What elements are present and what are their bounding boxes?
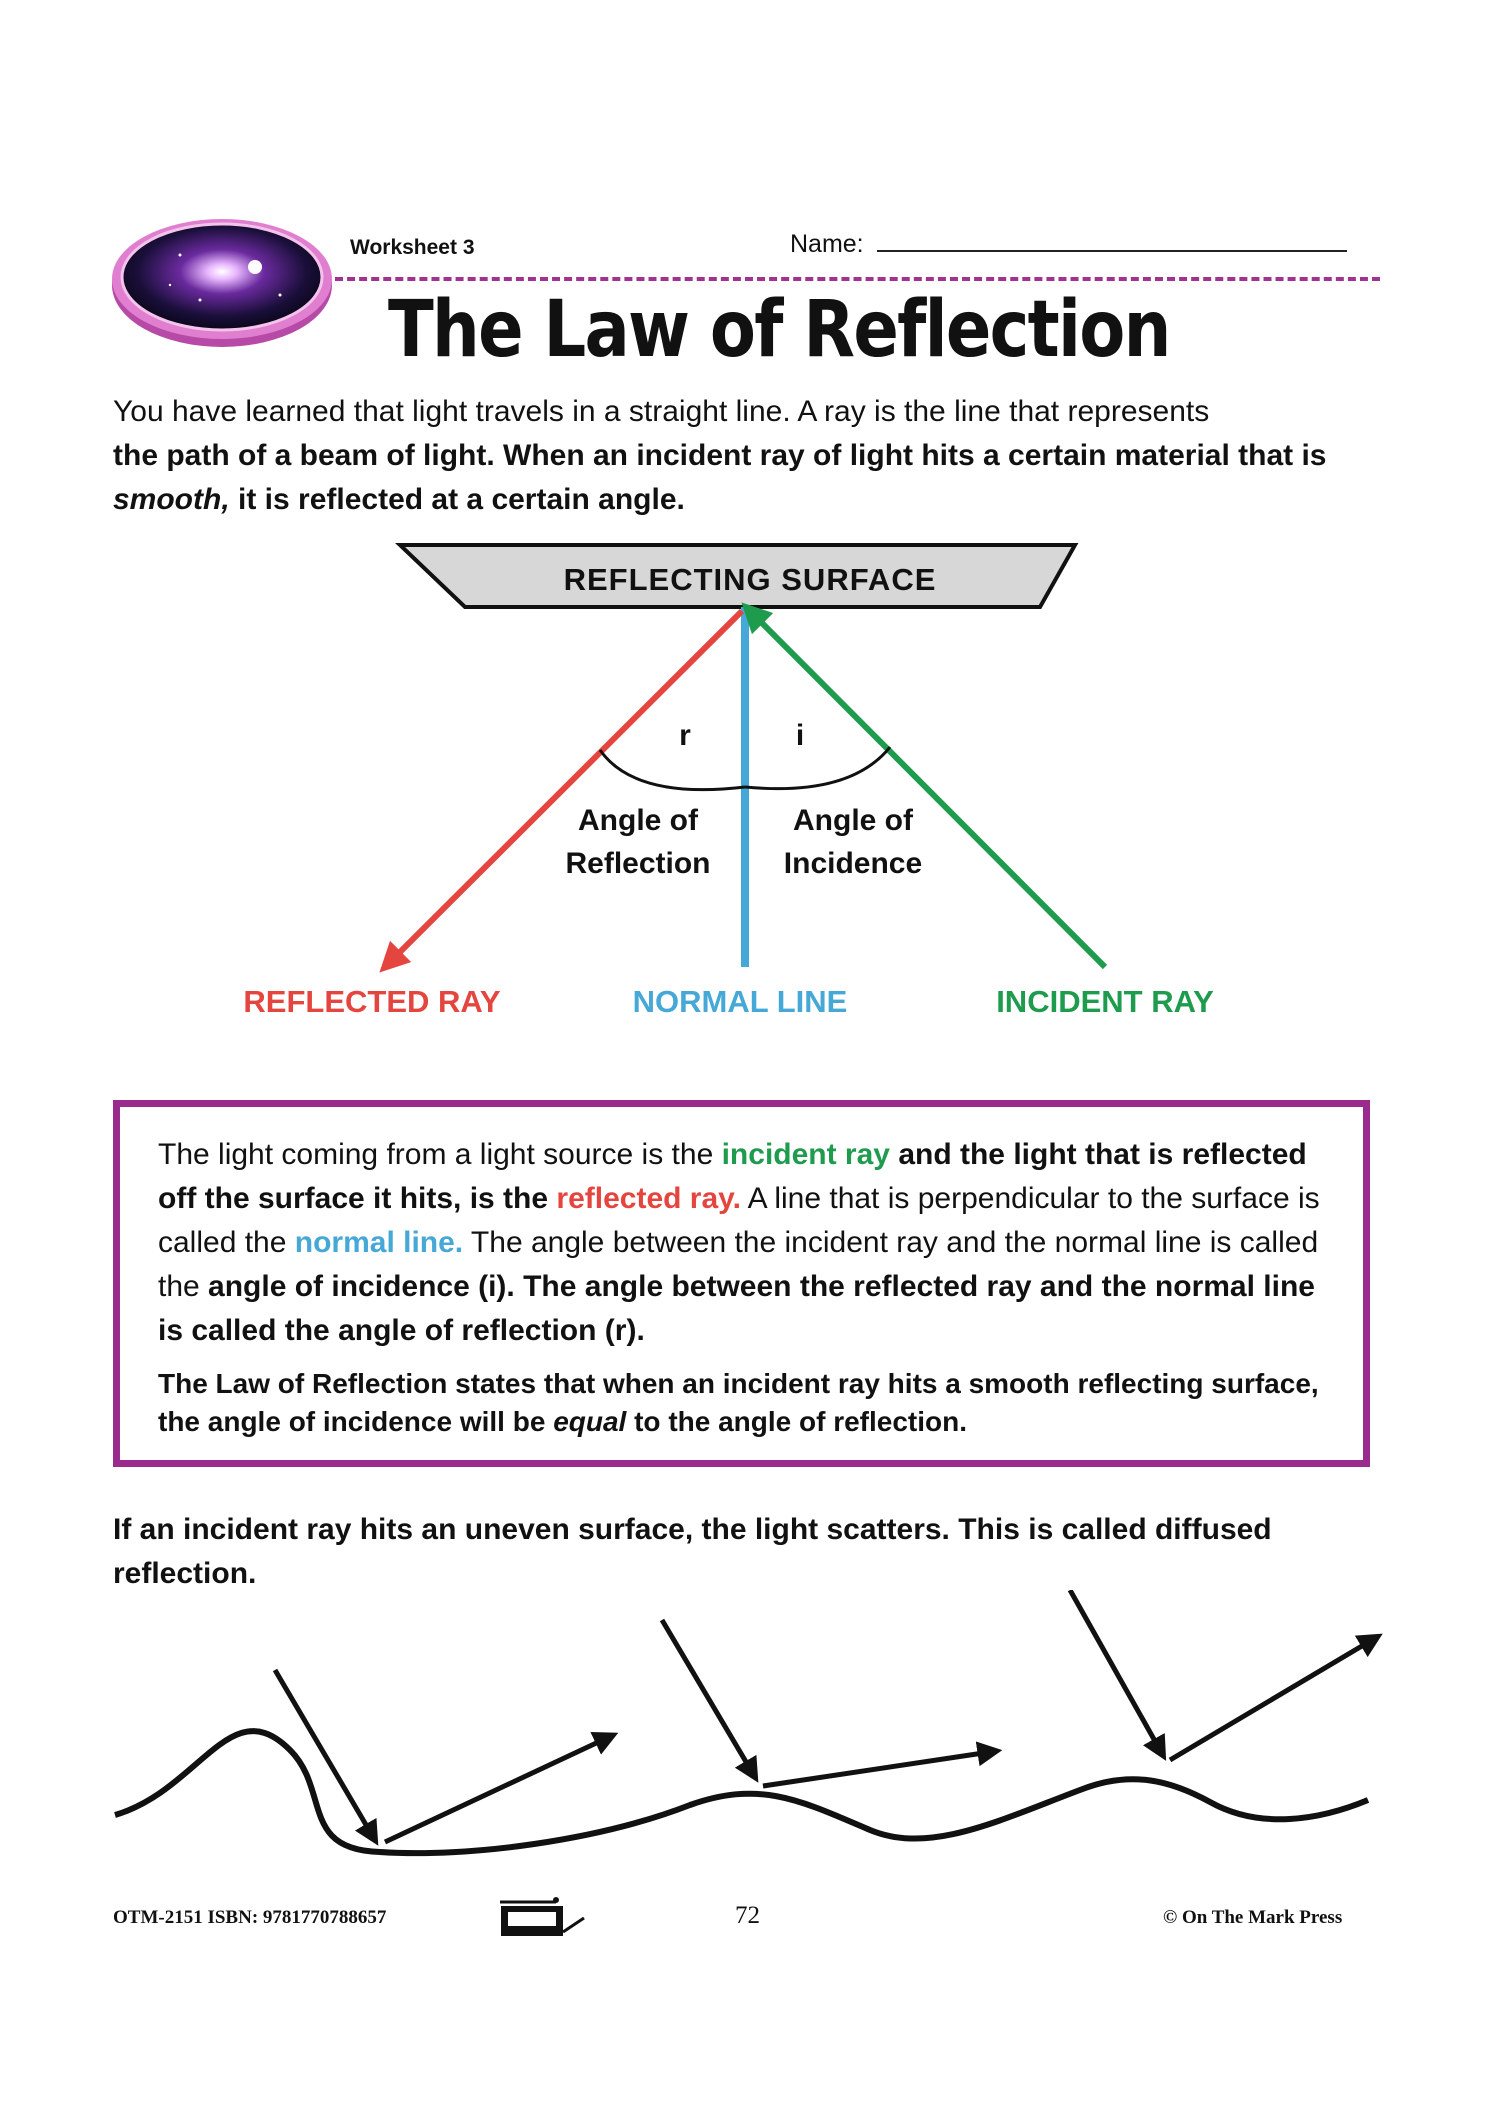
def-text-d: The angle between the incident ray and t… [158,1226,1319,1303]
scattered-arrow-1 [383,1731,619,1845]
footer-copyright: © On The Mark Press [1163,1907,1343,1928]
definition-box: The light coming from a light source is … [113,1100,1370,1467]
intro-line-2: the path of a beam of light. When an inc… [113,439,1327,472]
normal-line-term: normal line. [294,1226,464,1259]
scattered-arrow-2 [762,1741,1003,1789]
law-text-a: The Law of Reflection states that when a… [158,1368,1319,1437]
incident-arrow-2 [659,1618,759,1783]
intro-line-3: smooth, it is reflected at a certain ang… [113,478,1373,522]
reflected-ray-label: REFLECTED RAY [243,984,501,1019]
def-text-a: The light coming from a light source is … [158,1138,722,1171]
name-field[interactable] [877,250,1347,252]
diffused-reflection-text: If an incident ray hits an uneven surfac… [113,1513,1272,1590]
angle-r-label: r [679,719,691,752]
page-number: 72 [735,1902,760,1929]
incident-ray-line [741,602,1108,970]
intro-line-3-rest: it is reflected at a certain angle. [229,483,685,516]
reflected-ray-line [379,608,745,973]
footer-isbn: OTM-2151 ISBN: 9781770788657 [113,1907,387,1928]
definition-paragraph: The light coming from a light source is … [158,1133,1325,1353]
smooth-emphasis: smooth, [113,483,230,516]
name-label: Name: [790,230,864,258]
angle-of-reflection-term: angle of reflection (r). [338,1314,645,1347]
angle-of-incidence-arc [744,746,892,791]
equal-emphasis: equal [553,1406,627,1437]
incident-ray-label: INCIDENT RAY [996,984,1214,1019]
angle-of-reflection-label-2: Reflection [565,847,710,880]
def-text-b: and the light that is reflected off the … [158,1138,1307,1215]
worksheet-label: Worksheet 3 [350,236,475,259]
scattered-arrow-3 [1168,1633,1383,1763]
law-statement: The Law of Reflection states that when a… [158,1365,1325,1441]
surface-label: REFLECTING SURFACE [564,562,937,597]
incident-arrow-3 [1067,1590,1167,1761]
angle-of-reflection-arc [598,749,746,792]
def-text-c: A line that is perpendicular to the surf… [158,1182,1320,1259]
reflecting-surface [395,543,1079,609]
angle-i-label: i [796,719,804,752]
angle-of-reflection-label-1: Angle of [578,804,699,837]
incident-arrow-1 [272,1668,379,1846]
uneven-surface [114,1728,1370,1857]
angle-of-incidence-term: angle of incidence (i). [208,1270,515,1303]
law-text-b: to the angle of reflection. [626,1406,968,1437]
incident-ray-term: incident ray [721,1138,890,1171]
header-dashed-rule [335,277,1380,281]
def-text-e: The angle between the reflected ray and … [158,1270,1315,1347]
reflected-ray-term: reflected ray. [556,1182,741,1215]
page-title: The Law of Reflection [388,285,1171,375]
galaxy-logo-icon [112,219,332,347]
reflection-diagram: REFLECTING SURFACE r i Angle of Reflecti… [243,543,1214,1019]
angle-of-incidence-label-2: Incidence [784,847,922,880]
normal-line-label: NORMAL LINE [633,984,848,1019]
intro-paragraph: You have learned that light travels in a… [113,390,1373,522]
angle-of-incidence-label-1: Angle of [793,804,914,837]
diffused-reflection-diagram [114,1590,1383,1857]
printer-icon [500,1897,585,1936]
intro-line-1: You have learned that light travels in a… [113,395,1210,428]
